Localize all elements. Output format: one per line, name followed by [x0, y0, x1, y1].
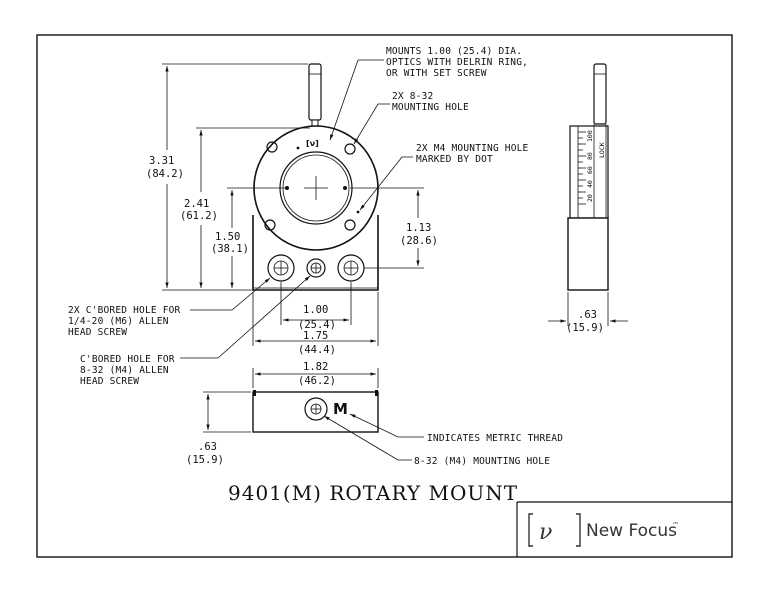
note-mounts-line2: OPTICS WITH DELRIN RING, — [386, 57, 528, 68]
side-body — [567, 217, 609, 291]
overall-height-in: 3.31 — [149, 155, 174, 167]
note-metric-thread: INDICATES METRIC THREAD — [427, 433, 563, 444]
note-cbored-quarter-line3: HEAD SCREW — [68, 327, 127, 338]
note-cbored-quarter-line2: 1/4-20 (M6) ALLEN — [68, 316, 169, 327]
note-832-line1: 2X 8-32 — [392, 91, 433, 102]
note-cbored-832-line1: C'BORED HOLE FOR — [80, 354, 175, 365]
note-cbored-832-line2: 8-32 (M4) ALLEN — [80, 365, 169, 376]
front-view-logo-mark: [ν] — [306, 139, 319, 148]
hole-offset-in: 1.13 — [406, 222, 431, 234]
brand-name: New Focus — [586, 521, 677, 541]
scale-ticks — [578, 131, 586, 205]
drawing-title: 9401(M) ROTARY MOUNT — [228, 481, 518, 505]
counterbored-holes — [267, 254, 365, 282]
bottom-body — [252, 391, 379, 433]
scale-label-80: 80 — [586, 152, 594, 160]
new-focus-logo-icon: ν — [528, 513, 581, 547]
note-mounts-line3: OR WITH SET SCREW — [386, 68, 487, 79]
note-mounts-line1: MOUNTS 1.00 (25.4) DIA. — [386, 46, 522, 57]
front-view: 9401 [ν] — [252, 63, 379, 291]
body-height-in: 1.50 — [215, 231, 240, 243]
svg-text:ν: ν — [539, 520, 552, 545]
hole-spacing-in: 1.00 — [303, 304, 328, 316]
body-height-mm: (38.1) — [211, 243, 249, 255]
center-height-mm: (61.2) — [180, 210, 218, 222]
note-832-line2: MOUNTING HOLE — [392, 102, 469, 113]
bottom-width-mm: (46.2) — [298, 375, 336, 387]
side-thickness-in: .63 — [578, 309, 597, 321]
side-thickness-mm: (15.9) — [566, 322, 604, 334]
brand-trademark: ™ — [672, 521, 679, 529]
front-body — [252, 215, 379, 291]
scale-label-60: 60 — [586, 166, 594, 174]
front-notes: MOUNTS 1.00 (25.4) DIA. OPTICS WITH DELR… — [68, 46, 529, 387]
hole-spacing-mm: (25.4) — [298, 319, 336, 331]
bottom-width-in: 1.82 — [303, 361, 328, 373]
bottom-mounting-hole — [304, 397, 328, 421]
note-m4-line1: 2X M4 MOUNTING HOLE — [416, 143, 529, 154]
hole-offset-mm: (28.6) — [400, 235, 438, 247]
note-cbored-832-line3: HEAD SCREW — [80, 376, 139, 387]
logo-block: ν New Focus ™ — [516, 501, 732, 557]
overall-height-mm: (84.2) — [146, 168, 184, 180]
metric-mark: M — [333, 400, 348, 418]
center-height-in: 2.41 — [184, 198, 209, 210]
side-view: 100 80 60 40 20 LOCK .63 (15.9) — [548, 63, 628, 334]
bottom-depth-in: .63 — [198, 441, 217, 453]
note-m4-line2: MARKED BY DOT — [416, 154, 493, 165]
base-width-mm: (44.4) — [298, 344, 336, 356]
base-width-in: 1.75 — [303, 330, 328, 342]
note-bottom-hole: 8-32 (M4) MOUNTING HOLE — [414, 456, 550, 467]
scale-label-40: 40 — [586, 180, 594, 188]
drawing-border — [36, 34, 733, 558]
scale-label-20: 20 — [586, 194, 594, 202]
side-scale-plate — [569, 125, 609, 219]
bottom-depth-mm: (15.9) — [186, 454, 224, 466]
scale-lock-label: LOCK — [598, 142, 606, 158]
front-rod — [308, 63, 322, 121]
bottom-view: M 1.82 (46.2) .63 (15.9) INDICATES METRI… — [186, 361, 563, 467]
front-dimensions: 3.31 (84.2) 2.41 (61.2) 1.50 (38.1) 1.13… — [146, 63, 438, 356]
note-cbored-quarter-line1: 2X C'BORED HOLE FOR — [68, 305, 181, 316]
scale-label-100: 100 — [586, 130, 594, 142]
